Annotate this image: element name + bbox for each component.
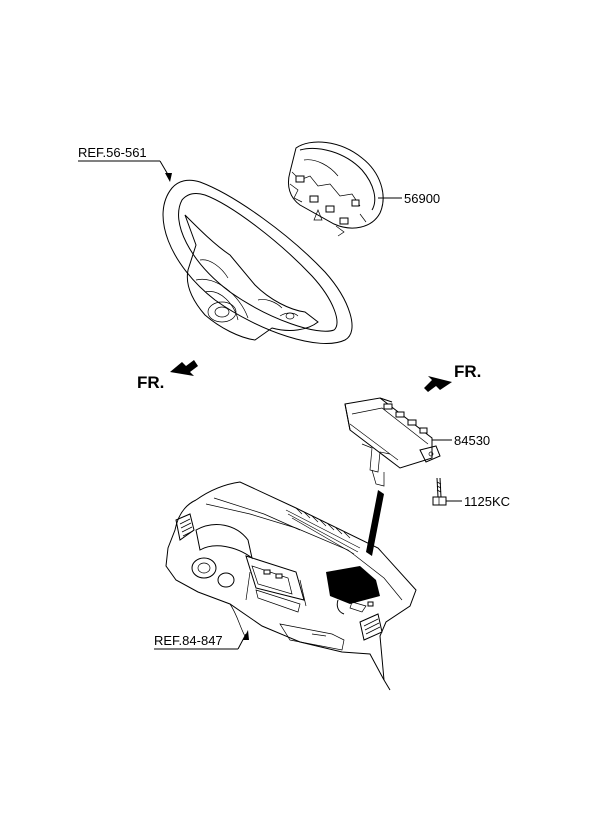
steering-wheel xyxy=(162,179,353,344)
label-part-1125kc: 1125KC xyxy=(464,494,510,509)
crash-pad xyxy=(165,481,417,691)
label-ref-steering: REF.56-561 xyxy=(78,145,147,160)
label-part-84530: 84530 xyxy=(454,433,490,448)
driver-airbag-module xyxy=(287,141,384,237)
fr-arrow-left xyxy=(170,360,198,376)
airbag-opening xyxy=(326,566,380,604)
label-part-56900: 56900 xyxy=(404,191,440,206)
fr-arrow-right xyxy=(424,376,452,392)
bolt-1125kc xyxy=(432,477,447,506)
leader-arrowhead xyxy=(165,173,172,182)
label-fr-left: FR. xyxy=(137,373,164,392)
passenger-airbag-module xyxy=(344,397,441,487)
label-fr-right: FR. xyxy=(454,362,481,381)
label-ref-crashpad: REF.84-847 xyxy=(154,633,223,648)
install-pointer xyxy=(366,490,384,556)
